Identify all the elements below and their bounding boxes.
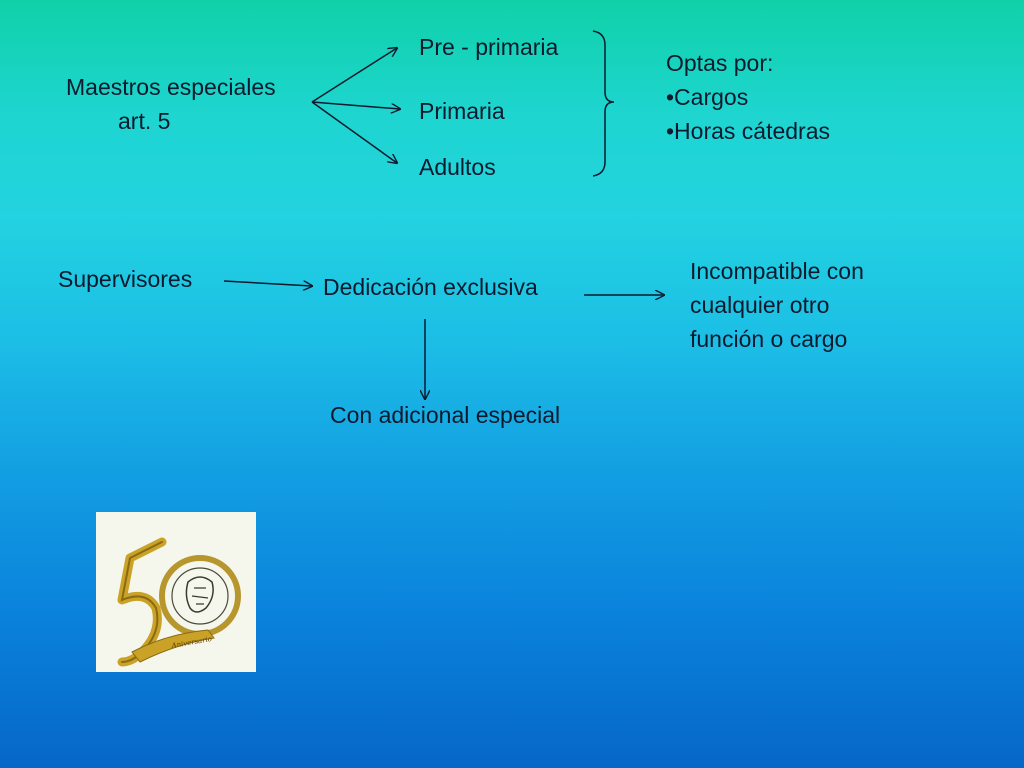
- node-con-adicional-especial: Con adicional especial: [330, 402, 561, 428]
- arrow-supervisores-to-dedicacion: [223, 280, 312, 286]
- anniversary-50-emblem: Aniversario: [117, 537, 241, 667]
- node-supervisores: Supervisores: [58, 266, 193, 292]
- anniversary-logo: Aniversario: [96, 512, 256, 672]
- node-adultos: Adultos: [419, 154, 496, 180]
- arrow-to-primaria: [311, 101, 400, 109]
- ribbon-shape: [131, 629, 215, 663]
- option-cargos: •Cargos: [666, 84, 749, 110]
- node-primaria: Primaria: [419, 98, 505, 124]
- seal-center-figure: [185, 576, 214, 613]
- option-horas-catedras: •Horas cátedras: [666, 118, 831, 144]
- options-title: Optas por:: [666, 50, 774, 76]
- node-dedicacion-exclusiva: Dedicación exclusiva: [323, 274, 538, 300]
- arrow-to-pre-primaria: [311, 48, 397, 103]
- node-incompatible-line3: función o cargo: [690, 326, 848, 352]
- node-incompatible-line1: Incompatible con: [690, 258, 864, 284]
- node-incompatible-line2: cualquier otro: [690, 292, 830, 318]
- arrow-to-adultos: [311, 101, 397, 163]
- node-maestros-especiales: Maestros especiales: [66, 74, 276, 100]
- node-maestros-art: art. 5: [118, 108, 171, 134]
- bracket-right: [592, 30, 615, 177]
- seal-inner-ring: [171, 567, 229, 625]
- node-pre-primaria: Pre - primaria: [419, 34, 559, 60]
- seal-outer-ring: [159, 555, 241, 637]
